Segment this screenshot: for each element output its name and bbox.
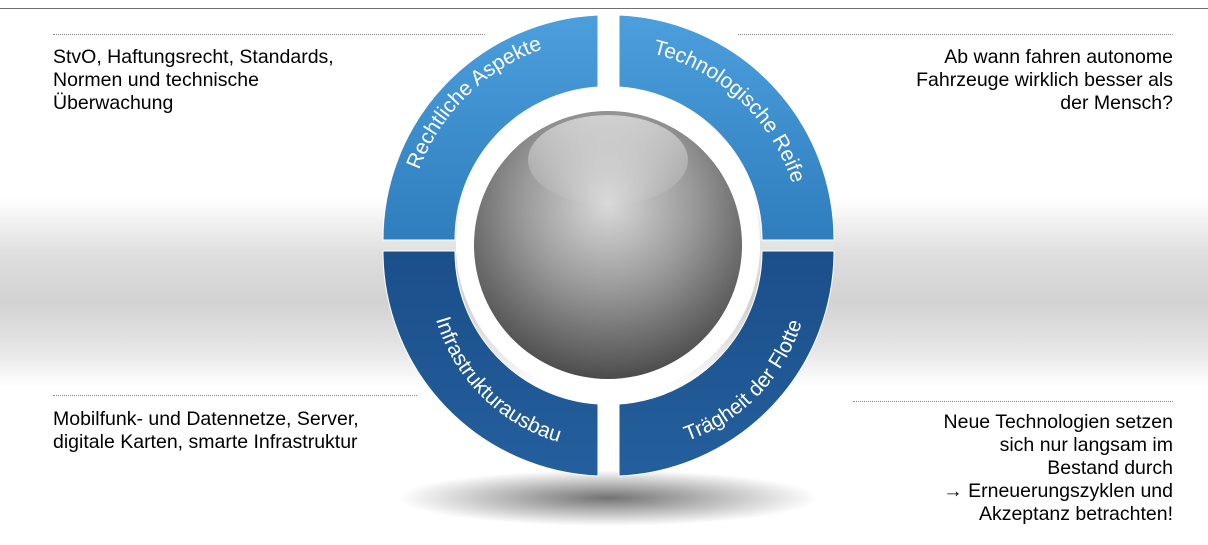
note-infrastructure-line: digitale Karten, smarte Infrastruktur: [53, 431, 358, 453]
segment-legal: [382, 14, 599, 241]
segment-infrastructure: [382, 250, 599, 477]
note-legal: StvO, Haftungsrecht, Standards, Normen u…: [53, 46, 334, 115]
note-fleet-line: → Erneuerungszyklen und: [943, 480, 1173, 502]
note-fleet-line: Neue Technologien setzen: [943, 411, 1173, 433]
note-fleet-line: sich nur langsam im: [999, 434, 1173, 456]
top-rule: [0, 8, 1208, 9]
note-legal-line: StvO, Haftungsrecht, Standards,: [53, 46, 334, 68]
note-legal-line: Überwachung: [53, 92, 174, 114]
note-infrastructure: Mobilfunk- und Datennetze, Server, digit…: [53, 408, 359, 454]
divider-top-left: [53, 34, 485, 35]
divider-bottom-left: [53, 395, 417, 396]
note-fleet: Neue Technologien setzen sich nur langsa…: [820, 411, 1173, 526]
ring-shadow: [398, 470, 818, 526]
divider-bottom-right: [853, 401, 1173, 402]
note-technology-line: Ab wann fahren autonome: [944, 46, 1173, 68]
note-legal-line: Normen und technische: [53, 69, 259, 91]
segment-technology: [618, 14, 835, 241]
segment-fleet: [618, 250, 835, 477]
divider-top-right: [738, 34, 1173, 35]
note-technology-line: der Mensch?: [1060, 92, 1173, 114]
note-technology-line: Fahrzeuge wirklich besser als: [916, 69, 1173, 91]
sphere-gloss: [528, 115, 688, 205]
note-fleet-line: Bestand durch: [1047, 457, 1173, 479]
note-infrastructure-line: Mobilfunk- und Datennetze, Server,: [53, 408, 359, 430]
note-technology: Ab wann fahren autonome Fahrzeuge wirkli…: [780, 46, 1173, 115]
note-fleet-line: Akzeptanz betrachten!: [978, 503, 1173, 525]
